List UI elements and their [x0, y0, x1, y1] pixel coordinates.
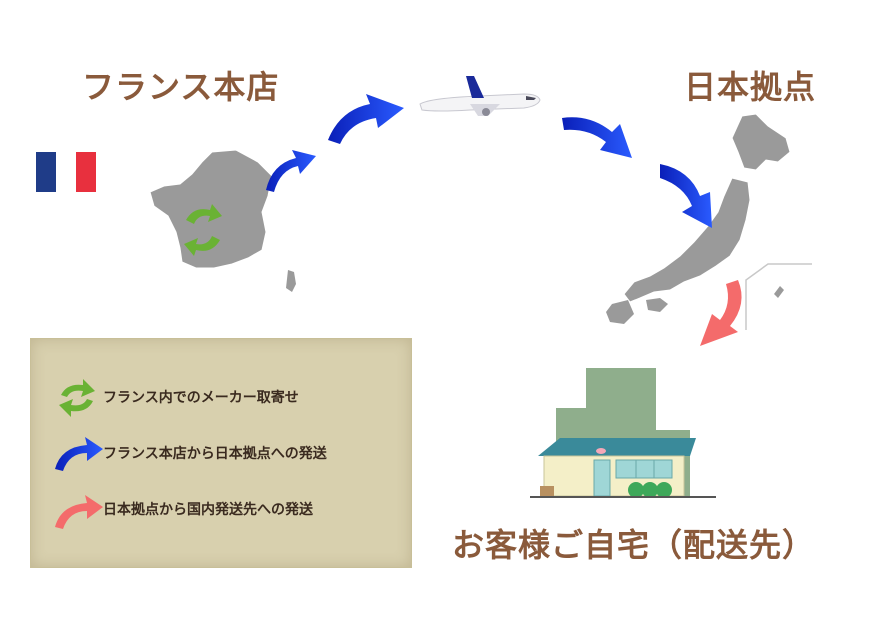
legend-item-japan-domestic: 日本拠点から国内発送先への発送: [31, 487, 411, 533]
japan-map-icon: [606, 113, 791, 324]
legend-label: 日本拠点から国内発送先への発送: [103, 502, 313, 518]
blue-arrow-icon: [266, 150, 316, 192]
green-recycle-arrows-icon: [184, 204, 222, 256]
french-flag-icon: [36, 152, 96, 192]
coral-arrow-icon: [700, 280, 742, 346]
blue-arrow-icon: [562, 117, 632, 158]
airplane-icon: [419, 76, 541, 116]
title-japan-base: 日本拠点: [684, 68, 817, 106]
legend-box: フランス内でのメーカー取寄せ フランス本店から日本拠点への発送 日本拠点から国内…: [30, 338, 412, 568]
title-customer-home: お客様ご自宅（配送先）: [452, 526, 816, 564]
blue-arrow-icon: [55, 437, 103, 471]
legend-item-maker-order: フランス内でのメーカー取寄せ: [31, 375, 411, 421]
customer-house-icon: [530, 368, 716, 498]
okinawa-inset: [745, 263, 812, 330]
coral-arrow-icon: [55, 495, 103, 529]
legend-label: フランス本店から日本拠点への発送: [103, 446, 327, 462]
legend-label: フランス内でのメーカー取寄せ: [103, 390, 299, 406]
blue-arrow-icon: [328, 94, 404, 144]
blue-arrow-icon: [660, 164, 712, 228]
green-recycle-arrows-icon: [59, 379, 95, 417]
france-map-icon: [149, 149, 296, 292]
title-france-hq: フランス本店: [82, 68, 280, 106]
legend-item-france-to-japan: フランス本店から日本拠点への発送: [31, 431, 411, 477]
